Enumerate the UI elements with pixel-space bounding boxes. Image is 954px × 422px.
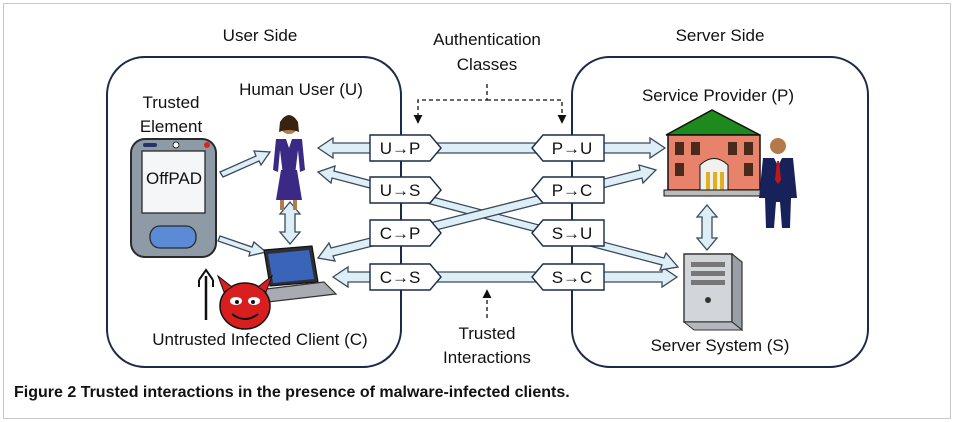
tag-p-u: P→U: [531, 134, 605, 162]
svg-text:U→P: U→P: [380, 139, 421, 158]
human-user-icon: [273, 115, 305, 210]
building-icon: [663, 109, 765, 197]
figure-caption-text: Trusted interactions in the presence of …: [80, 384, 570, 401]
untrusted-client-label: Untrusted Infected Client (C): [152, 330, 367, 349]
svg-text:S→C: S→C: [552, 268, 593, 287]
auth-tags-right: P→U P→C S→U S→C: [531, 134, 605, 291]
server-tower-icon: [682, 252, 744, 332]
devil-icon: [198, 268, 274, 330]
trusted-element-label-1: Trusted: [142, 93, 199, 112]
laptop-icon: [256, 245, 338, 303]
user-side-label: User Side: [223, 26, 298, 45]
figure-frame: [3, 3, 951, 419]
tag-u-s: U→S: [369, 176, 442, 204]
businessman-icon: [759, 138, 797, 228]
trusted-element-label-2: Element: [140, 117, 203, 136]
server-side-label: Server Side: [676, 26, 765, 45]
svg-text:U→S: U→S: [380, 181, 421, 200]
auth-tags-left: U→P U→S C→P C→S: [369, 134, 442, 291]
svg-text:S→U: S→U: [552, 224, 593, 243]
server-side-box: [571, 56, 869, 368]
tag-p-c: P→C: [531, 176, 605, 204]
arrow-user-client: [278, 200, 302, 246]
auth-classes-label-2: Classes: [457, 55, 517, 74]
server-system-label: Server System (S): [651, 336, 790, 355]
svg-text:C→S: C→S: [380, 268, 421, 287]
human-user-label: Human User (U): [239, 80, 363, 99]
tag-s-c: S→C: [531, 263, 605, 291]
arrow-offpad-user: [219, 150, 272, 178]
service-provider-label: Service Provider (P): [642, 86, 794, 105]
trusted-interactions-label-2: Interactions: [443, 348, 531, 367]
tag-c-p: C→P: [369, 219, 442, 247]
tag-u-p: U→P: [369, 134, 442, 162]
auth-classes-label-1: Authentication: [433, 30, 541, 49]
arrow-provider-server: [695, 203, 719, 252]
tag-c-s: C→S: [369, 263, 442, 291]
trusted-interactions-label-1: Trusted: [458, 324, 515, 343]
figure-caption: Figure 2 Trusted interactions in the pre…: [14, 384, 570, 402]
tag-s-u: S→U: [531, 219, 605, 247]
diagram: U→P U→S C→P C→S P→U P→C S→U S: [106, 26, 869, 368]
auth-class-pointers: [413, 84, 567, 124]
svg-text:P→C: P→C: [552, 181, 593, 200]
figure-caption-label: Figure 2: [14, 384, 77, 401]
offpad-device-icon: [130, 138, 217, 258]
svg-text:P→U: P→U: [552, 139, 593, 158]
arrow-offpad-client: [217, 235, 268, 257]
svg-text:C→P: C→P: [380, 224, 421, 243]
offpad-label: OffPAD: [146, 169, 202, 188]
